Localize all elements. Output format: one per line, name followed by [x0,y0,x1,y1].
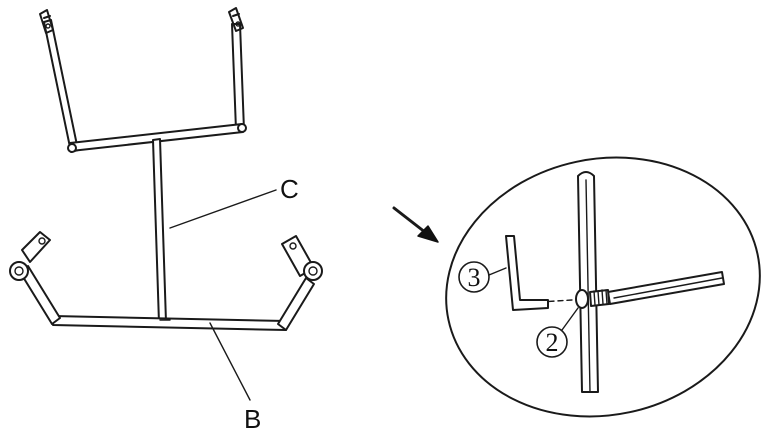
lower-left-bracket [21,231,51,263]
detail-view: 3 2 [445,156,761,418]
leader-line-b [209,322,251,401]
label-b: B [244,404,261,434]
lower-right-knob [303,261,323,281]
label-3: 3 [468,263,481,292]
detail-ellipse [445,156,761,418]
label-2: 2 [546,328,559,357]
leader-line-c [169,189,277,229]
upper-left-post [43,19,79,153]
lower-left-knob [9,261,29,281]
lower-right-arm [277,277,315,331]
label-c: C [280,174,299,204]
central-rod-c [152,138,167,324]
upper-right-hook [228,7,244,32]
allen-key-icon [505,235,549,311]
upper-right-post [231,23,245,131]
circled-2 [536,326,568,358]
circled-3 [458,261,490,293]
upper-left-hook [39,9,54,34]
screw-icon [575,289,610,309]
lower-crossbar-b [52,315,287,331]
arrow-down-right-icon [392,206,439,243]
frame-assembly: C B [9,7,323,434]
